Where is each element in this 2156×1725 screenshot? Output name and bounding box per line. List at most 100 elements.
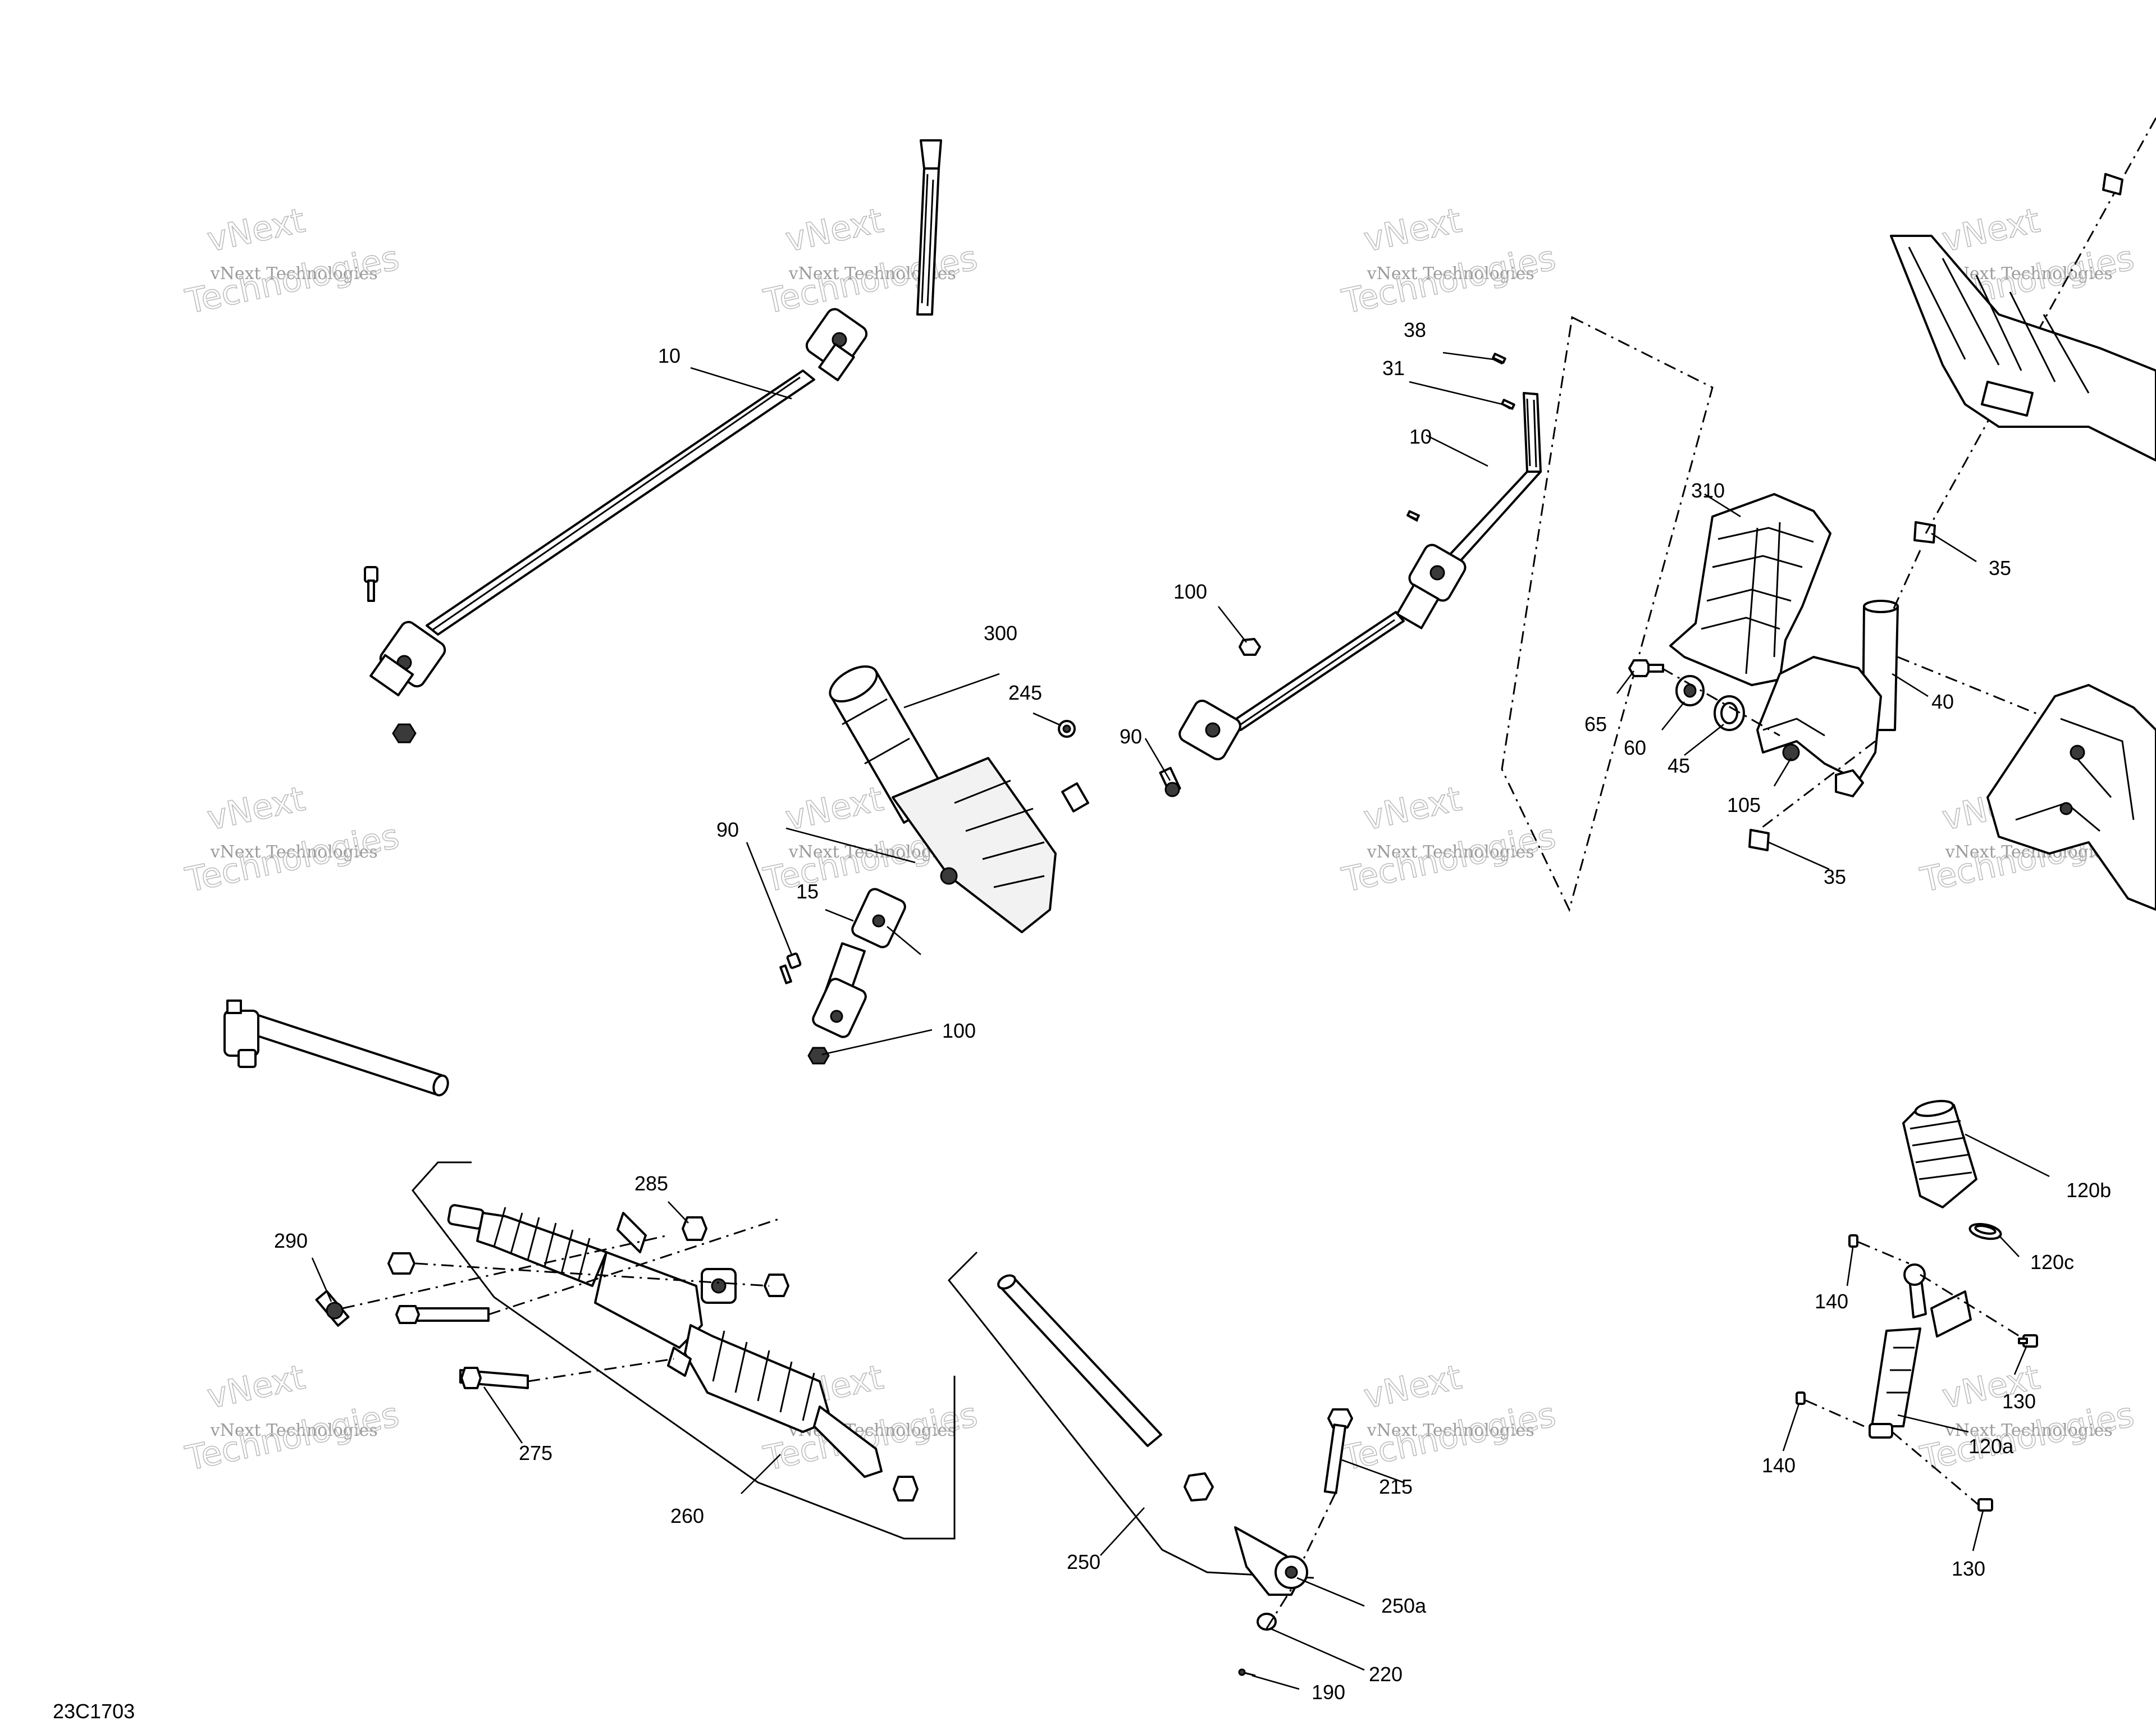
watermark: vNext vNext Technologies Technologies [181,1357,403,1479]
watermark-line2: vNext Technologies [1367,842,1534,862]
watermark: vNext vNext Technologies Technologies [181,779,403,901]
column-dashed-box [1501,316,1714,912]
callout-260-steering-gear: 260 [670,1504,704,1527]
callout-10-intermediate-shaft: 10 [658,344,680,367]
callout-120c-clamp: 120c [2030,1251,2074,1274]
damper-pin-part [1796,1234,1858,1405]
callout-35-bushing-upper: 35 [1989,556,2011,579]
column-bolt-105-part [1782,743,1800,761]
callout-120b-boot: 120b [2066,1179,2111,1202]
callout-10-column-shaft: 10 [1409,425,1432,448]
watermark: vNext vNext Technologies Technologies [181,200,403,322]
eps-nut-part [1058,720,1076,738]
leader-lines [311,352,2050,1690]
gear-nut-part [682,1216,919,1502]
callout-100-column-nut: 100 [1173,580,1207,603]
callout-130-bolt-upper: 130 [2002,1390,2036,1413]
column-bolt-65-part [1628,659,1664,677]
eps-unit-part [829,665,1089,933]
callout-38-pin: 38 [1404,318,1426,341]
tie-rod-cotter-part [1238,1668,1256,1677]
watermark-line1: vNext [204,201,308,260]
watermark-line2: vNext Technologies [1945,1421,2113,1440]
watermark: vNext vNext Technologies Technologies [760,200,981,322]
callout-130-bolt-lower: 130 [1952,1557,1985,1580]
watermark-line1: vNext [1360,1358,1465,1417]
damper-part [1869,1263,1972,1439]
watermark-line1: vNext [1939,201,2043,260]
watermark-line1: vNext [782,779,887,838]
callout-290-bolt: 290 [274,1229,308,1252]
tie-rod-outline [947,1251,1314,1579]
intermediate-shaft-part [369,139,942,697]
watermark: vNext vNext Technologies Technologies [1338,200,1559,322]
gear-dashed-axes [342,1217,781,1382]
tie-rod-washer-part [1257,1613,1277,1631]
damper-clamp-part [1968,1222,2002,1240]
watermark-line1: vNext [1360,779,1465,838]
tie-rod-bolt-part [1323,1408,1353,1494]
callout-220-washer: 220 [1369,1663,1403,1686]
lower-shaft-nut-part [807,1047,830,1065]
callout-100-nut: 100 [942,1019,976,1042]
callout-105-bolt: 105 [1727,793,1761,816]
column-bushing-part [1748,521,1936,851]
tie-rod-tube-part [997,1274,1162,1447]
watermarks: vNext vNext Technologies Technologies vN… [181,200,2137,1479]
callout-labels: 10 300 245 90 15 100 38 31 10 100 90 310… [274,318,2111,1704]
lower-shaft-part [812,888,906,1038]
tie-rod-dashed-axes [1266,1493,1336,1629]
watermark-line1: vNext [1360,201,1465,260]
watermark-line2: vNext Technologies [210,842,378,862]
shaft-nut-part [392,723,417,743]
callout-140-pin-upper: 140 [1815,1290,1848,1313]
column-shaft-part [1179,392,1542,761]
callout-90-column-bolt: 90 [1120,725,1142,748]
shaft-bolt-part [364,566,378,602]
damper-boot-part [1902,1099,1977,1208]
column-bolt-part [1159,766,1181,797]
column-cover-part [1669,493,1831,686]
callout-250a-tie-rod-end: 250a [1381,1594,1427,1617]
callout-275-bolt: 275 [519,1441,552,1464]
column-tube-part [1756,600,1899,797]
callout-250-tie-rod: 250 [1067,1550,1100,1573]
callout-190-cotter: 190 [1312,1681,1345,1704]
callout-65-bolt: 65 [1584,713,1607,736]
watermark-line1: vNext [782,201,887,260]
callout-15-lower-shaft: 15 [796,880,819,903]
gear-bracket-outline [412,1161,956,1540]
gear-mount-bolt-part [315,1290,350,1327]
watermark-line1: vNext [204,779,308,838]
watermark: vNext vNext Technologies Technologies [1338,1357,1559,1479]
diagram-code: 23C1703 [53,1700,135,1723]
callout-60-washer: 60 [1624,736,1646,759]
tie-rod-nut-part [1184,1472,1214,1502]
column-washer-60-part [1675,675,1705,706]
callout-90-bolt: 90 [716,818,739,841]
damper-dashed-axes [1805,1241,2024,1506]
callout-35-bushing-lower: 35 [1824,865,1846,888]
callout-215-bolt: 215 [1379,1475,1413,1498]
steering-wheel-part [1890,173,2156,462]
callout-300-eps-unit: 300 [984,622,1017,645]
callout-245-nut: 245 [1008,681,1042,704]
callout-31-pin: 31 [1382,357,1405,380]
callout-140-pin-lower: 140 [1762,1454,1796,1477]
callout-285-nut: 285 [634,1172,668,1195]
tie-rod-part [223,1000,449,1097]
watermark-line2: vNext Technologies [1367,1421,1534,1440]
watermark-line2: vNext Technologies [210,264,378,284]
callout-120a-damper: 120a [1968,1435,2014,1458]
column-pin-part [1406,353,1515,522]
watermark-line1: vNext [204,1358,308,1417]
callout-45-clip: 45 [1668,754,1690,777]
tie-rod-end-part [1234,1526,1308,1596]
callout-310-cover: 310 [1691,479,1725,502]
gear-bolt-part [387,1252,529,1389]
column-support-part [1986,684,2156,911]
watermark-line2: vNext Technologies [1367,264,1534,284]
column-nut-part [1239,638,1261,656]
callout-40-column-tube: 40 [1931,690,1954,713]
